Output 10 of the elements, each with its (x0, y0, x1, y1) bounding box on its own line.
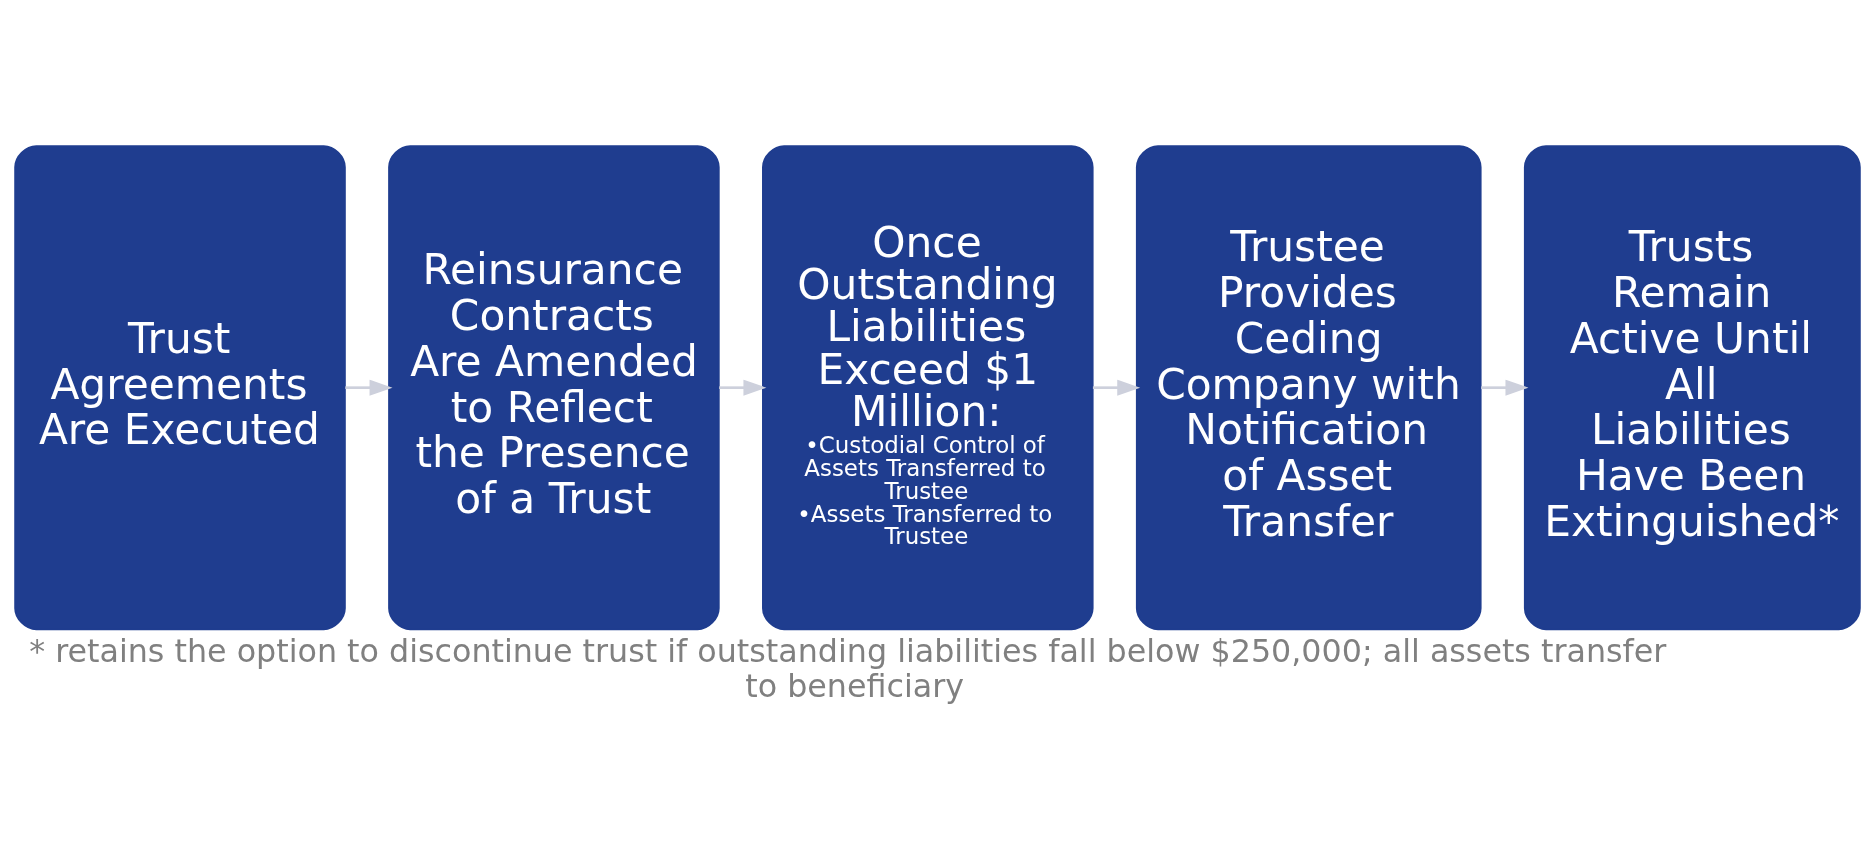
arrow (719, 379, 767, 396)
arrow (1481, 379, 1529, 396)
node-box: Trust Agreements Are Executed (14, 144, 346, 630)
arrow (345, 379, 393, 396)
node-box: Trustee Provides Ceding Company with Notification of Asset Transfer (1135, 144, 1482, 630)
caption: * retains the option to discontinue trust if outstanding liabilities fall below $250,000; all assets transfer to beneficiary (29, 632, 1667, 704)
node-box: Reinsurance Contracts Are Amended to Reflect the Presence of a Trust (388, 144, 720, 630)
node-box: Trusts Remain Active Until All Liabilities Have Been Extinguished* (1523, 144, 1861, 630)
node-box: Once Outstanding Liabilities Exceed $1 Million: •Custodial Control of Assets Transferred to Trustee •Assets Transferred to Trustee (762, 144, 1094, 630)
arrow (1092, 379, 1141, 396)
